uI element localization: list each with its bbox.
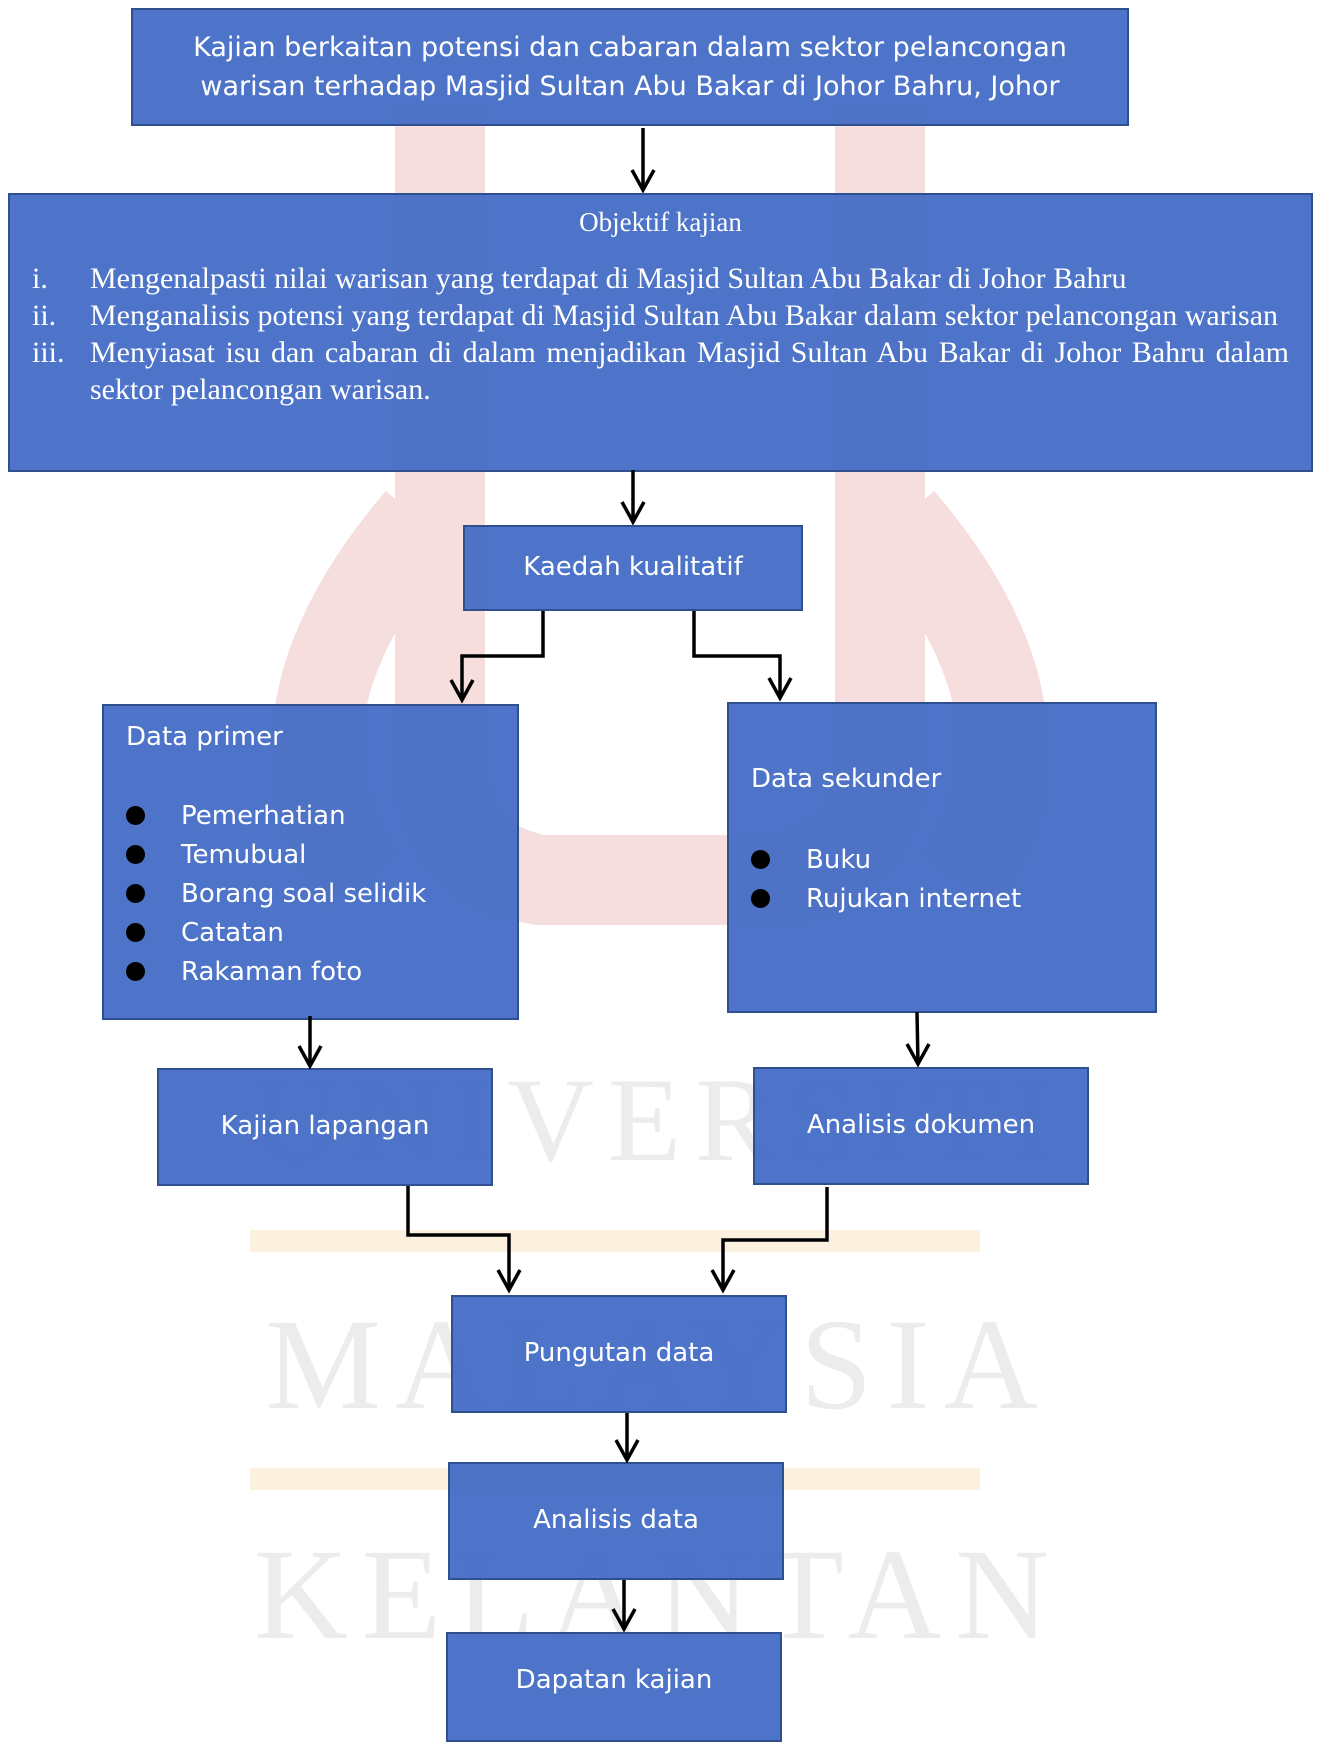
bullet-dot [126,806,145,825]
objective-item: ii. Menganalisis potensi yang terdapat d… [32,297,1289,334]
arrowhead [611,1608,637,1633]
list-item: Pemerhatian [126,796,426,835]
list-item: Temubual [126,835,426,874]
findings-label: Dapatan kajian [515,1665,713,1695]
arrow-document-analysis-to-collection [721,1187,829,1290]
secondary-data-box: Data sekunder Buku Rujukan internet [727,702,1157,1013]
primary-data-title: Data primer [126,722,283,752]
list-item: Catatan [126,913,426,952]
objectives-box: Objektif kajian i. Mengenalpasti nilai w… [8,193,1313,472]
method-label: Kaedah kualitatif [523,552,743,583]
arrowhead [905,1043,931,1068]
list-item: Rakaman foto [126,952,426,991]
field-study-box: Kajian lapangan [157,1068,493,1186]
title-text: Kajian berkaitan potensi dan cabaran dal… [193,31,1067,102]
list-item-label: Rujukan internet [806,883,1022,914]
list-item: Borang soal selidik [126,874,426,913]
objective-text: Menganalisis potensi yang terdapat di Ma… [90,299,1279,332]
arrowhead [767,677,793,702]
list-item-label: Buku [806,844,872,875]
arrowhead [710,1269,736,1294]
bullet-dot [751,889,770,908]
arrowhead [297,1045,323,1070]
objective-item: i. Mengenalpasti nilai warisan yang terd… [32,260,1289,297]
document-analysis-label: Analisis dokumen [806,1110,1036,1141]
objective-text: Mengenalpasti nilai warisan yang terdapa… [90,262,1127,295]
findings-box: Dapatan kajian [446,1632,782,1742]
arrowhead [449,679,475,704]
secondary-data-list: Buku Rujukan internet [751,840,1021,918]
objectives-heading: Objektif kajian [579,207,742,237]
data-analysis-label: Analisis data [533,1505,699,1536]
list-item-label: Catatan [181,917,284,948]
list-item-label: Temubual [181,839,307,870]
arrow-field-study-to-collection [406,1186,511,1290]
secondary-data-title: Data sekunder [751,764,942,794]
arrow-secondary-to-document-analysis [915,1011,920,1065]
primary-data-list: Pemerhatian Temubual Borang soal selidik… [126,796,426,991]
objective-number: ii. [32,299,57,332]
data-collection-label: Pungutan data [523,1338,715,1369]
bullet-dot [126,962,145,981]
arrowhead [496,1269,522,1294]
list-item: Buku [751,840,1021,879]
bullet-dot [751,850,770,869]
objective-item: iii. Menyiasat isu dan cabaran di dalam … [32,334,1289,408]
arrowhead [630,169,656,194]
list-item-label: Rakaman foto [181,956,363,987]
list-item: Rujukan internet [751,879,1021,918]
arrow-method-to-primary [460,611,545,700]
arrowhead [620,501,646,526]
primary-data-box: Data primer Pemerhatian Temubual Borang … [102,704,519,1020]
bullet-dot [126,923,145,942]
objective-text: Menyiasat isu dan cabaran di dalam menja… [90,336,1289,406]
bullet-dot [126,845,145,864]
arrowhead [614,1439,640,1464]
data-analysis-box: Analisis data [448,1462,784,1580]
objective-number: i. [32,262,48,295]
bullet-dot [126,884,145,903]
method-box: Kaedah kualitatif [463,525,803,611]
arrow-method-to-secondary [692,611,782,698]
objective-number: iii. [32,336,65,369]
field-study-label: Kajian lapangan [220,1111,430,1142]
list-item-label: Borang soal selidik [181,878,427,909]
data-collection-box: Pungutan data [451,1295,787,1413]
document-analysis-box: Analisis dokumen [753,1067,1089,1185]
title-box: Kajian berkaitan potensi dan cabaran dal… [131,8,1129,126]
objectives-list: i. Mengenalpasti nilai warisan yang terd… [32,260,1289,408]
list-item-label: Pemerhatian [181,800,346,831]
